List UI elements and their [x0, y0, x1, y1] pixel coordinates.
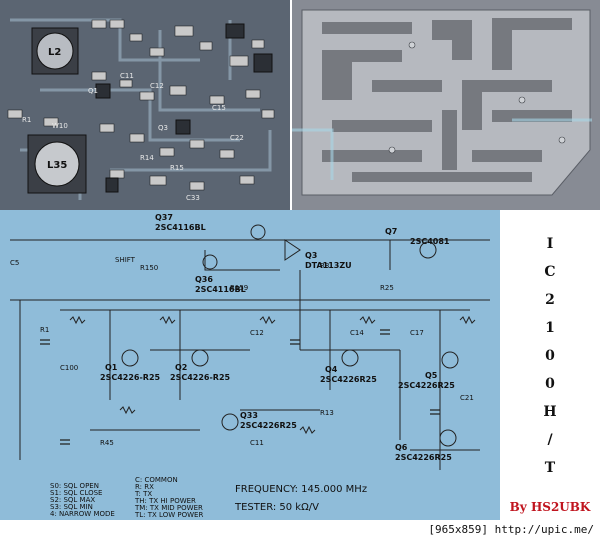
footer-bar: [965x859] http://upic.me/: [0, 520, 600, 540]
inductor-l35-label: L35: [47, 160, 67, 171]
svg-text:R25: R25: [380, 284, 394, 292]
legend-line: R: RX: [135, 483, 154, 491]
title-char: H: [543, 404, 557, 420]
transistor-part: DTA113ZU: [305, 261, 352, 270]
pcb-part-label: C33: [186, 194, 200, 202]
title-char: 0: [545, 348, 555, 364]
legend-line: 4: NARROW MODE: [50, 510, 115, 518]
mode-legend: S0: SQL OPEN S1: SQL CLOSE S2: SQL MAX S…: [50, 476, 203, 519]
svg-text:C100: C100: [60, 364, 78, 372]
pcb-part-label: R1: [22, 116, 31, 124]
frequency-label: FREQUENCY: 145.000 MHz: [235, 484, 367, 495]
transistor-ref: Q3: [305, 251, 317, 260]
pcb-copper-side: [292, 0, 600, 210]
transistor-ref: Q5: [425, 371, 438, 380]
title-char: 0: [545, 376, 555, 392]
svg-text:C12: C12: [250, 329, 264, 337]
title-char: C: [544, 264, 556, 280]
side-title-panel: I C 2 1 0 0 H / T By HS2UBK: [500, 210, 600, 520]
shift-label: SHIFT: [115, 256, 136, 264]
title-char: T: [544, 460, 556, 476]
legend-line: TL: TX LOW POWER: [134, 511, 203, 519]
transistor-part: 2SC4226R25: [320, 375, 377, 384]
legend-line: TH: TX HI POWER: [134, 497, 196, 505]
title-char: 2: [545, 292, 555, 308]
transistor-part: 2SC4226R25: [395, 453, 452, 462]
pcb-part-label: W10: [52, 122, 68, 130]
svg-text:C21: C21: [460, 394, 474, 402]
svg-text:R159: R159: [230, 284, 248, 292]
svg-text:R45: R45: [100, 439, 114, 447]
svg-text:C17: C17: [410, 329, 424, 337]
legend-line: T: TX: [134, 490, 152, 498]
legend-line: S0: SQL OPEN: [50, 482, 99, 490]
svg-text:C11: C11: [250, 439, 264, 447]
svg-text:R1: R1: [40, 326, 49, 334]
transistor-ref: Q1: [105, 363, 118, 372]
title-char: /: [547, 432, 553, 448]
legend-line: TM: TX MID POWER: [134, 504, 203, 512]
pcb-copper-art: [292, 0, 600, 210]
svg-text:R8: R8: [320, 262, 329, 270]
pcb-component-side: L2 L35 Q1 R1: [0, 0, 290, 210]
title-char: 1: [545, 320, 555, 336]
transistor-part: 2SC4081: [410, 237, 450, 246]
transistor-part: 2SC4116BL: [195, 285, 246, 294]
transistor-ref: Q36: [195, 275, 213, 284]
pcb-part-label: C11: [120, 72, 134, 80]
pcb-part-label: C15: [212, 104, 226, 112]
legend-line: S3: SQL MIN: [50, 503, 93, 511]
legend-line: C: COMMON: [135, 476, 178, 484]
pcb-part-label: R15: [170, 164, 184, 172]
svg-text:R150: R150: [140, 264, 158, 272]
pcb-part-label: R14: [140, 154, 154, 162]
transistor-ref: Q37: [155, 213, 173, 222]
pcb-part-labels: Q1 R1 W10 C11 C12 C15 Q3 R14 R15 C22 C33: [22, 72, 244, 202]
transistor-ref: Q33: [240, 411, 258, 420]
pcb-component-art: L2 L35 Q1 R1: [0, 0, 290, 210]
transistor-ref: Q6: [395, 443, 408, 452]
transistor-part: 2SC4226R25: [240, 421, 297, 430]
inductor-l2-label: L2: [48, 47, 61, 58]
svg-text:C5: C5: [10, 259, 19, 267]
pcb-part-label: C12: [150, 82, 164, 90]
transistor-part: 2SC4226R25: [398, 381, 455, 390]
svg-text:R13: R13: [320, 409, 334, 417]
transistor-ref: Q7: [385, 227, 397, 236]
transistor-ref: Q4: [325, 365, 338, 374]
tester-label: TESTER: 50 kΩ/V: [234, 502, 319, 513]
legend-line: S2: SQL MAX: [50, 496, 95, 504]
transistor-part: 2SC4226-R25: [170, 373, 231, 382]
pcb-part-label: C22: [230, 134, 244, 142]
transistor-symbols: [121, 224, 459, 447]
upload-watermark: [965x859] http://upic.me/: [428, 523, 594, 536]
title-char: I: [546, 236, 554, 252]
transistor-part: 2SC4116BL: [155, 223, 206, 232]
transistor-ref: Q2: [175, 363, 187, 372]
pcb-part-label: Q3: [158, 124, 168, 132]
svg-text:C14: C14: [350, 329, 364, 337]
legend-line: S1: SQL CLOSE: [50, 489, 102, 497]
author-credit: By HS2UBK: [509, 500, 591, 514]
transistor-part: 2SC4226-R25: [100, 373, 161, 382]
pcb-part-label: Q1: [88, 87, 98, 95]
